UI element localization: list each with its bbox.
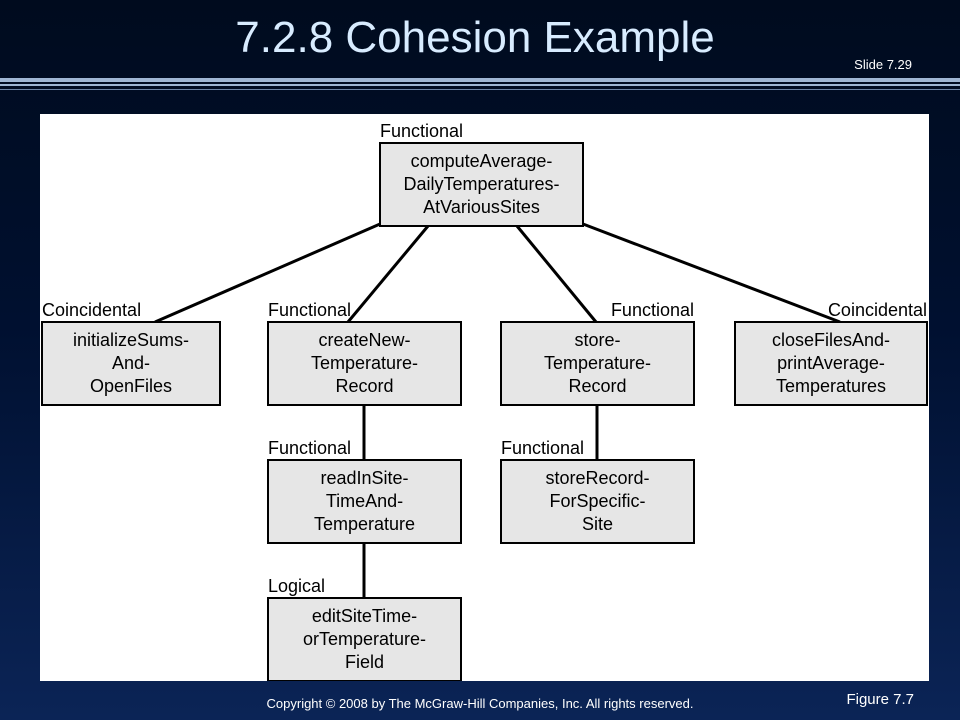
diagram-figure: computeAverage- DailyTemperatures- AtVario… — [40, 114, 929, 681]
module-node-create: createNew- Temperature- Record Functional — [267, 300, 462, 406]
module-box — [41, 321, 221, 406]
module-name-line: computeAverage- — [411, 151, 553, 171]
module-name-line: TimeAnd- — [326, 491, 403, 511]
cohesion-label: Coincidental — [42, 300, 141, 320]
module-hierarchy-diagram: computeAverage- DailyTemperatures- AtVario… — [41, 121, 928, 681]
module-name-line: ForSpecific- — [549, 491, 645, 511]
cohesion-label: Functional — [380, 121, 463, 141]
module-name-line: printAverage- — [777, 353, 885, 373]
module-box — [379, 142, 584, 227]
module-name-line: initializeSums- — [73, 330, 189, 350]
edge-compute-to-close — [582, 222, 841, 324]
module-box — [734, 321, 928, 406]
module-name-line: Temperature — [314, 514, 415, 534]
module-name-line: DailyTemperatures- — [403, 174, 559, 194]
title-rule — [0, 84, 960, 86]
module-box — [267, 597, 462, 681]
module-name-line: closeFilesAnd- — [772, 330, 890, 350]
cohesion-label: Functional — [268, 438, 351, 458]
cohesion-label: Functional — [611, 300, 694, 320]
cohesion-label: Coincidental — [828, 300, 927, 320]
cohesion-label: Logical — [268, 576, 325, 596]
module-node-initialize: initializeSums- And- OpenFiles Coincidental — [41, 300, 221, 406]
module-name-line: Temperatures — [776, 376, 886, 396]
title-rule — [0, 89, 960, 90]
module-box — [500, 321, 695, 406]
module-name-line: And- — [112, 353, 150, 373]
module-name-line: orTemperature- — [303, 629, 426, 649]
module-box — [267, 321, 462, 406]
module-node-store: store- Temperature- Record Functional — [500, 300, 695, 406]
module-node-storerecord: storeRecord- ForSpecific- Site Functional — [500, 438, 695, 544]
module-box — [500, 459, 695, 544]
module-node-readin: readInSite- TimeAnd- Temperature Functional — [267, 438, 462, 544]
module-name-line: editSiteTime- — [312, 606, 417, 626]
module-node-edit: editSiteTime-orTemperature- Field Logical — [267, 576, 462, 681]
copyright-notice: Copyright © 2008 by The McGraw-Hill Comp… — [266, 696, 694, 711]
module-box — [267, 459, 462, 544]
slide-title: 7.2.8 Cohesion Example — [235, 13, 715, 62]
module-name-line: AtVariousSites — [423, 197, 540, 217]
edge-compute-to-store — [515, 225, 598, 323]
module-name-line: OpenFiles — [90, 376, 172, 396]
figure-label: Figure 7.7 — [846, 691, 914, 708]
cohesion-label: Functional — [501, 438, 584, 458]
module-node-close: closeFilesAnd-printAverage- Temperatures C… — [734, 300, 928, 406]
cohesion-label: Functional — [268, 300, 351, 320]
title-rule — [0, 78, 960, 82]
module-name-line: Record — [568, 376, 626, 396]
module-name-line: Field — [345, 652, 384, 672]
module-node-compute: computeAverage- DailyTemperatures- AtVario… — [379, 121, 584, 227]
module-name-line: Site — [582, 514, 613, 534]
module-name-line: Temperature- — [311, 353, 418, 373]
edge-compute-to-initialize — [154, 222, 381, 324]
slide-number: Slide 7.29 — [854, 57, 912, 72]
module-name-line: store- — [574, 330, 620, 350]
module-name-line: Temperature- — [544, 353, 651, 373]
module-name-line: readInSite- — [320, 468, 408, 488]
module-name-line: createNew- — [318, 330, 410, 350]
edge-compute-to-create — [346, 225, 430, 323]
module-name-line: Record — [335, 376, 393, 396]
module-name-line: storeRecord- — [545, 468, 649, 488]
